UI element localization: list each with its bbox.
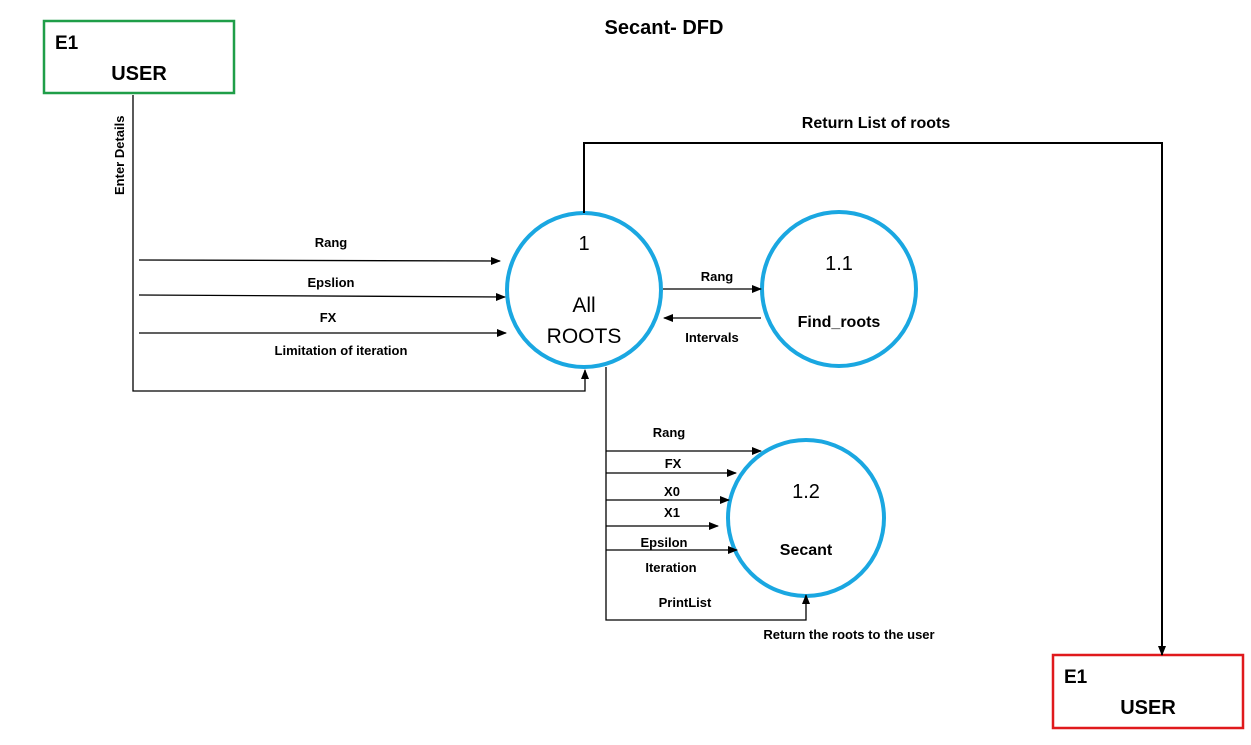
process-all-roots-name-line2: ROOTS bbox=[547, 325, 622, 348]
flow-secant-epsilon-label: Epsilon bbox=[641, 535, 688, 550]
flow-secant-x1-label: X1 bbox=[664, 505, 680, 520]
flow-return-roots-label: Return the roots to the user bbox=[763, 627, 934, 642]
diagram-title: Secant- DFD bbox=[605, 17, 724, 39]
flow-secant-epsilon: Epsilon bbox=[606, 535, 738, 554]
flow-rang-in: Rang bbox=[138, 235, 501, 265]
entity-user-top-name: USER bbox=[111, 63, 167, 85]
flow-secant-rang-label: Rang bbox=[653, 425, 686, 440]
flow-return-list-line bbox=[583, 142, 1166, 656]
flow-enter-details-label: Enter Details bbox=[112, 116, 127, 195]
process-all-roots-name-line1: All bbox=[572, 294, 595, 317]
flow-return-list-label: Return List of roots bbox=[802, 115, 951, 132]
flow-limitation-label: Limitation of iteration bbox=[275, 343, 408, 358]
flow-rang-to-find-label: Rang bbox=[701, 269, 734, 284]
process-secant-number: 1.2 bbox=[792, 481, 820, 503]
process-find-roots-number: 1.1 bbox=[825, 253, 853, 275]
flow-rang-in-line bbox=[138, 256, 501, 265]
flow-secant-iteration-label: Iteration bbox=[645, 560, 696, 575]
flow-secant-x0-label: X0 bbox=[664, 484, 680, 499]
flow-secant-bus-line bbox=[605, 367, 810, 621]
entity-user-top-id: E1 bbox=[55, 33, 79, 54]
process-find-roots-name: Find_roots bbox=[798, 314, 881, 331]
process-secant-circle bbox=[726, 438, 886, 598]
flow-fx-in: FX bbox=[139, 310, 507, 337]
flow-fx-in-label: FX bbox=[320, 310, 337, 325]
process-secant-name: Secant bbox=[780, 542, 833, 559]
flow-return-list: Return List of roots bbox=[583, 115, 1166, 656]
flow-rang-to-find: Rang bbox=[663, 269, 762, 293]
flow-secant-x0: X0 bbox=[606, 484, 730, 504]
flow-secant-x1: X1 bbox=[606, 505, 719, 530]
process-find-roots: 1.1 Find_roots bbox=[760, 210, 918, 368]
flow-intervals: Intervals bbox=[663, 314, 761, 345]
entity-user-bottom-box bbox=[1051, 653, 1245, 730]
flow-enter-details: Enter Details bbox=[112, 95, 589, 392]
process-all-roots: 1 All ROOTS bbox=[505, 211, 663, 369]
entity-user-bottom-name: USER bbox=[1120, 697, 1176, 719]
process-all-roots-number: 1 bbox=[578, 233, 589, 255]
entity-user-bottom: E1 USER bbox=[1051, 653, 1245, 730]
flow-rang-in-label: Rang bbox=[315, 235, 348, 250]
flow-printlist-label: PrintList bbox=[659, 595, 712, 610]
entity-user-top-box bbox=[42, 19, 236, 95]
flow-secant-fx-label: FX bbox=[665, 456, 682, 471]
entity-user-top: E1 USER bbox=[42, 19, 236, 95]
flow-epslion: Epslion bbox=[138, 275, 506, 301]
flow-secant-rang: Rang bbox=[606, 425, 762, 455]
process-find-roots-circle bbox=[760, 210, 918, 368]
process-secant: 1.2 Secant bbox=[726, 438, 886, 598]
entity-user-bottom-id: E1 bbox=[1064, 667, 1088, 688]
flow-intervals-label: Intervals bbox=[685, 330, 738, 345]
flow-secant-fx: FX bbox=[606, 456, 737, 477]
flow-enter-details-line bbox=[132, 95, 589, 392]
flow-epslion-label: Epslion bbox=[308, 275, 355, 290]
flow-epslion-line bbox=[138, 292, 506, 301]
flow-secant-bus bbox=[605, 367, 810, 621]
